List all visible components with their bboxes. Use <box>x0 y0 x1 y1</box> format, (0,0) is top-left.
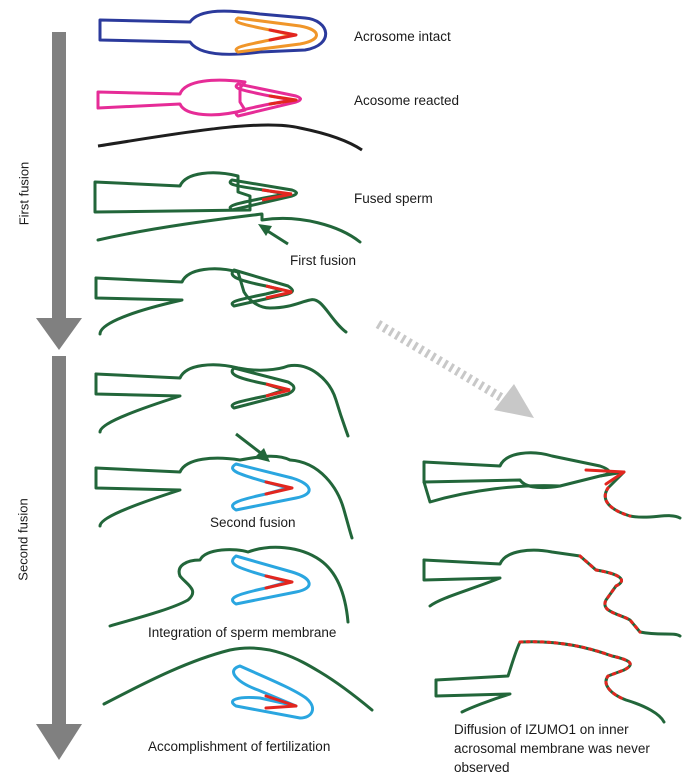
right-stage-1 <box>424 453 680 518</box>
first-fusion-phase-label: First fusion <box>17 154 32 234</box>
acrosome-intact-label: Acrosome intact <box>354 28 451 45</box>
first-fusion-event-label: First fusion <box>290 252 356 269</box>
sperm-fused <box>95 173 360 242</box>
integration-label: Integration of sperm membrane <box>148 624 336 641</box>
first-fusion-pointer-arrow <box>258 224 288 244</box>
sperm-stage-5 <box>96 365 348 436</box>
second-fusion-phase-label: Second fusion <box>16 495 31 585</box>
first-fusion-arrow <box>36 32 82 350</box>
second-fusion-event-label: Second fusion <box>210 514 296 531</box>
sperm-accomplishment <box>104 648 372 718</box>
right-stage-3 <box>436 642 664 722</box>
sperm-acrosome-intact <box>100 11 326 54</box>
dashed-transition-arrow <box>378 324 534 418</box>
acrosome-reacted-label: Acosome reacted <box>354 92 459 109</box>
sperm-acrosome-reacted <box>98 80 301 116</box>
izumo1-diffusion-note: Diffusion of IZUMO1 on inner acrosomal m… <box>454 720 682 777</box>
sperm-integration <box>110 547 348 626</box>
fused-sperm-label: Fused sperm <box>354 190 433 207</box>
right-stage-2 <box>424 550 680 636</box>
sperm-stage-4 <box>96 269 346 334</box>
accomplishment-label: Accomplishment of fertilization <box>148 738 330 755</box>
egg-membrane-line <box>98 125 362 150</box>
second-fusion-arrow <box>36 356 82 760</box>
